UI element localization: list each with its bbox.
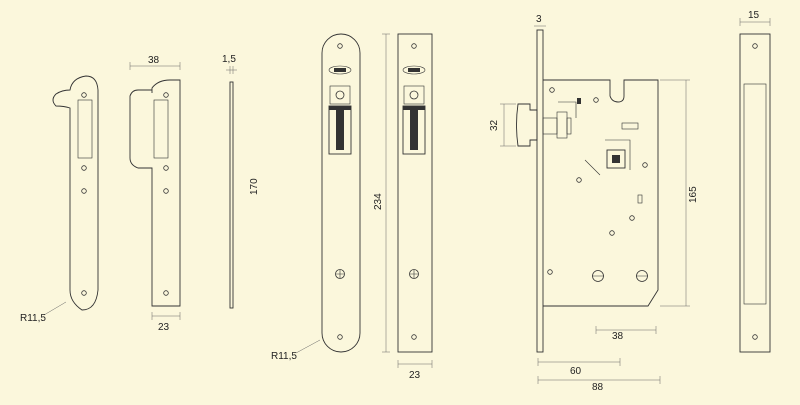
faceplate-width-label: 23 bbox=[409, 370, 421, 381]
strike-side-view: 1,5 170 bbox=[222, 54, 260, 309]
faceplate-rounded: R11,5 bbox=[271, 33, 361, 362]
strike-width-23: 23 bbox=[158, 322, 170, 333]
strike-height-label: 170 bbox=[249, 178, 260, 195]
case-depth-label: 88 bbox=[592, 382, 604, 393]
strike-plate-rounded: R11,5 bbox=[20, 75, 99, 324]
strike-thickness-label: 1,5 bbox=[222, 54, 236, 65]
follower-spacing-label: 38 bbox=[612, 331, 624, 342]
side-width-label: 15 bbox=[748, 10, 760, 21]
side-strip: 15 bbox=[739, 10, 771, 353]
backset-label: 60 bbox=[570, 366, 582, 377]
latch-bolt bbox=[516, 98, 581, 147]
case-height-label: 165 bbox=[688, 186, 699, 203]
faceplate-height-label: 234 bbox=[373, 193, 384, 210]
faceplate-square: 234 23 bbox=[373, 33, 433, 381]
faceplate-radius-label: R11,5 bbox=[271, 351, 297, 362]
bolt-height-label: 32 bbox=[489, 119, 500, 131]
lock-body: 3 32 38 60 8 bbox=[489, 14, 699, 393]
strike-plate-boxed: 38 23 bbox=[129, 55, 181, 333]
plate-thickness-label: 3 bbox=[536, 14, 542, 25]
strike-width-38: 38 bbox=[148, 55, 160, 66]
strike-radius-label: R11,5 bbox=[20, 313, 46, 324]
